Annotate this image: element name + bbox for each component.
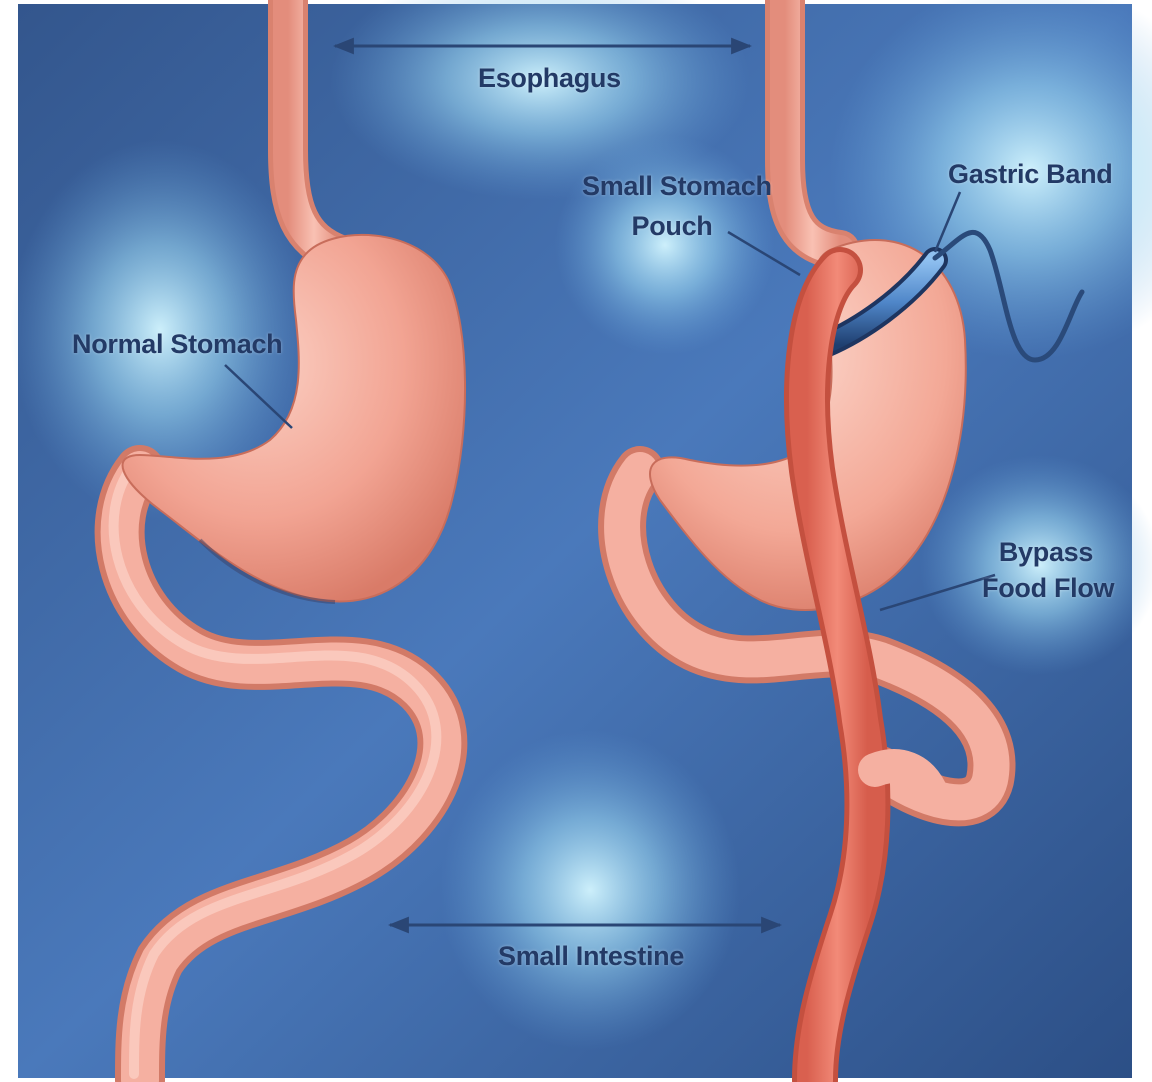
label-small-stomach-pouch-line1: Small Stomach	[582, 170, 762, 202]
label-small-intestine: Small Intestine	[498, 940, 684, 972]
label-bypass-food-flow-line1: Bypass	[982, 536, 1110, 568]
label-bypass-food-flow-line2: Food Flow	[982, 572, 1110, 604]
label-bypass-food-flow: Bypass Food Flow	[982, 536, 1110, 604]
label-esophagus: Esophagus	[478, 62, 621, 94]
label-small-stomach-pouch: Small Stomach Pouch	[582, 170, 762, 242]
label-gastric-band: Gastric Band	[948, 158, 1112, 190]
label-small-stomach-pouch-line2: Pouch	[582, 210, 762, 242]
label-normal-stomach: Normal Stomach	[72, 328, 282, 360]
